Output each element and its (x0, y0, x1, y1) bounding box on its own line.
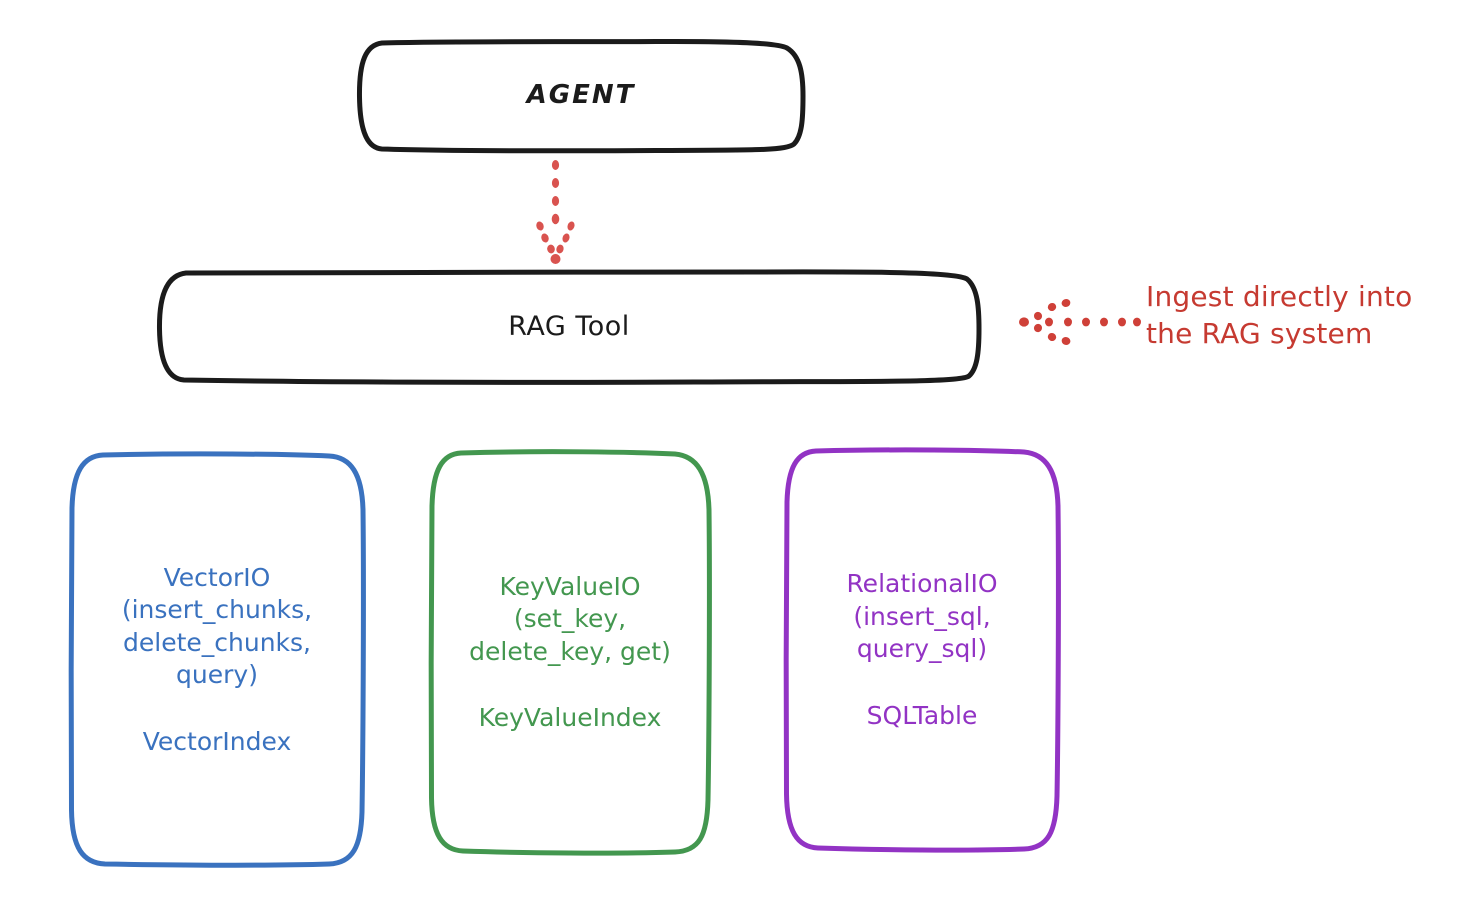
vector-io-index-label: VectorIndex (142, 726, 292, 756)
relational-io-node[interactable]: RelationalIO (insert_sql, query_sql) SQL… (782, 446, 1062, 854)
key-value-io-index-label: KeyValueIndex (478, 703, 662, 732)
agent-node[interactable]: AGENT (356, 38, 806, 154)
key-value-io-content: KeyValueIO (set_key, delete_key, get) Ke… (427, 571, 713, 735)
relational-io-index-label: SQLTable (866, 700, 978, 730)
agent-label: AGENT (526, 80, 636, 111)
rag-tool-node[interactable]: RAG Tool (156, 269, 982, 385)
ingest-connector (1019, 298, 1141, 346)
vector-io-api-label: VectorIO (insert_chunks, delete_chunks, … (121, 562, 313, 690)
key-value-io-api-label: KeyValueIO (set_key, delete_key, get) (469, 571, 671, 666)
relational-io-content: RelationalIO (insert_sql, query_sql) SQL… (782, 568, 1062, 732)
key-value-io-node[interactable]: KeyValueIO (set_key, delete_key, get) Ke… (427, 448, 713, 857)
rag-tool-label: RAG Tool (508, 310, 630, 342)
vector-io-node[interactable]: VectorIO (insert_chunks, delete_chunks, … (67, 450, 367, 870)
relational-io-api-label: RelationalIO (insert_sql, query_sql) (846, 569, 998, 663)
agent-to-rag-connector (536, 160, 575, 264)
ingest-annotation-text: Ingest directly into the RAG system (1146, 280, 1413, 351)
vector-io-content: VectorIO (insert_chunks, delete_chunks, … (67, 562, 367, 759)
